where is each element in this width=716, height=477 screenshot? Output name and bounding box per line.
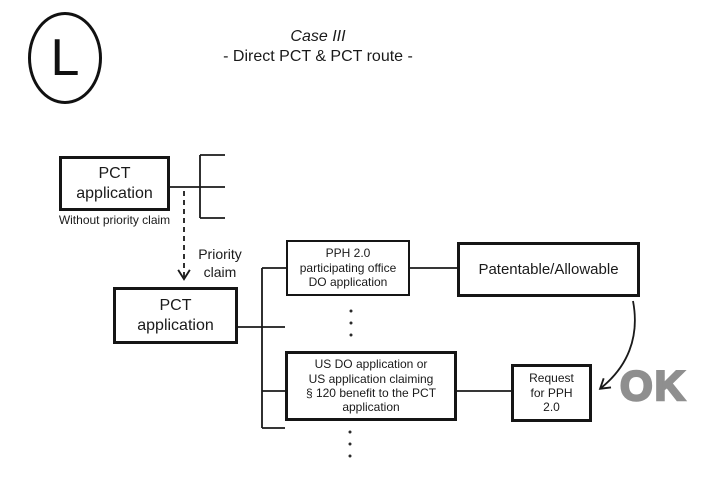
node-label: PCT application [137, 297, 214, 334]
node-pct-application-1: PCT application [59, 156, 170, 211]
without-priority-claim-caption: Without priority claim [58, 213, 171, 227]
node-us-do-application: US DO application or US application clai… [285, 351, 457, 421]
diagram-title: Case III - Direct PCT & PCT route - [158, 27, 478, 67]
ok-stamp: OK [619, 361, 687, 411]
case-letter-badge: L [28, 12, 102, 104]
node-label: PCT application [76, 165, 153, 202]
node-label: PPH 2.0 participating office DO applicat… [299, 246, 397, 290]
case-title: Case III [290, 28, 346, 45]
node-request-pph: Request for PPH 2.0 [511, 364, 592, 422]
node-pph-participating-office: PPH 2.0 participating office DO applicat… [286, 240, 410, 296]
node-label: Request for PPH 2.0 [529, 371, 574, 415]
branch-comb-top [170, 154, 225, 219]
priority-claim-label: Priority claim [198, 246, 242, 281]
case-letter: L [50, 29, 80, 87]
node-patentable-allowable: Patentable/Allowable [457, 242, 640, 297]
route-subtitle: - Direct PCT & PCT route - [223, 48, 413, 65]
ellipsis-dots-lower [348, 430, 352, 458]
node-label: US DO application or US application clai… [305, 357, 437, 415]
branch-comb-main [261, 267, 286, 429]
node-label: Patentable/Allowable [478, 260, 619, 278]
ellipsis-dots-upper [349, 309, 353, 337]
node-pct-application-2: PCT application [113, 287, 238, 344]
patentable-to-request-arrow [598, 300, 636, 390]
